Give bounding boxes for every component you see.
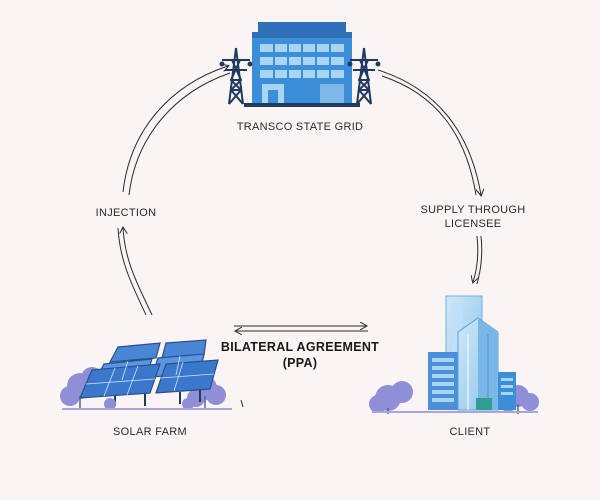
grid-building-icon: [244, 22, 360, 107]
supply-label: SUPPLY THROUGH LICENSEE: [398, 203, 548, 231]
injection-arrow: [117, 66, 231, 316]
solar-label: SOLAR FARM: [113, 426, 187, 438]
client-label: CLIENT: [449, 426, 491, 438]
agreement-label-line1: BILATERAL AGREEMENT: [220, 340, 380, 354]
tick-mark: [240, 399, 244, 408]
grid-label: TRANSCO STATE GRID: [236, 121, 364, 133]
transmission-tower-left-icon: [219, 47, 253, 105]
agreement-label: BILATERAL AGREEMENT (PPA): [212, 339, 388, 371]
solar-farm-icon: [60, 339, 232, 410]
client-buildings-icon: [369, 295, 539, 414]
supply-label-line1: SUPPLY THROUGH: [420, 204, 526, 216]
supply-label-line2: LICENSEE: [444, 218, 502, 230]
agreement-label-line2: (PPA): [282, 356, 318, 370]
injection-label: INJECTION: [95, 207, 157, 219]
supply-arrow: [377, 69, 482, 285]
agreement-arrow: [234, 326, 368, 331]
transmission-tower-right-icon: [347, 47, 381, 105]
